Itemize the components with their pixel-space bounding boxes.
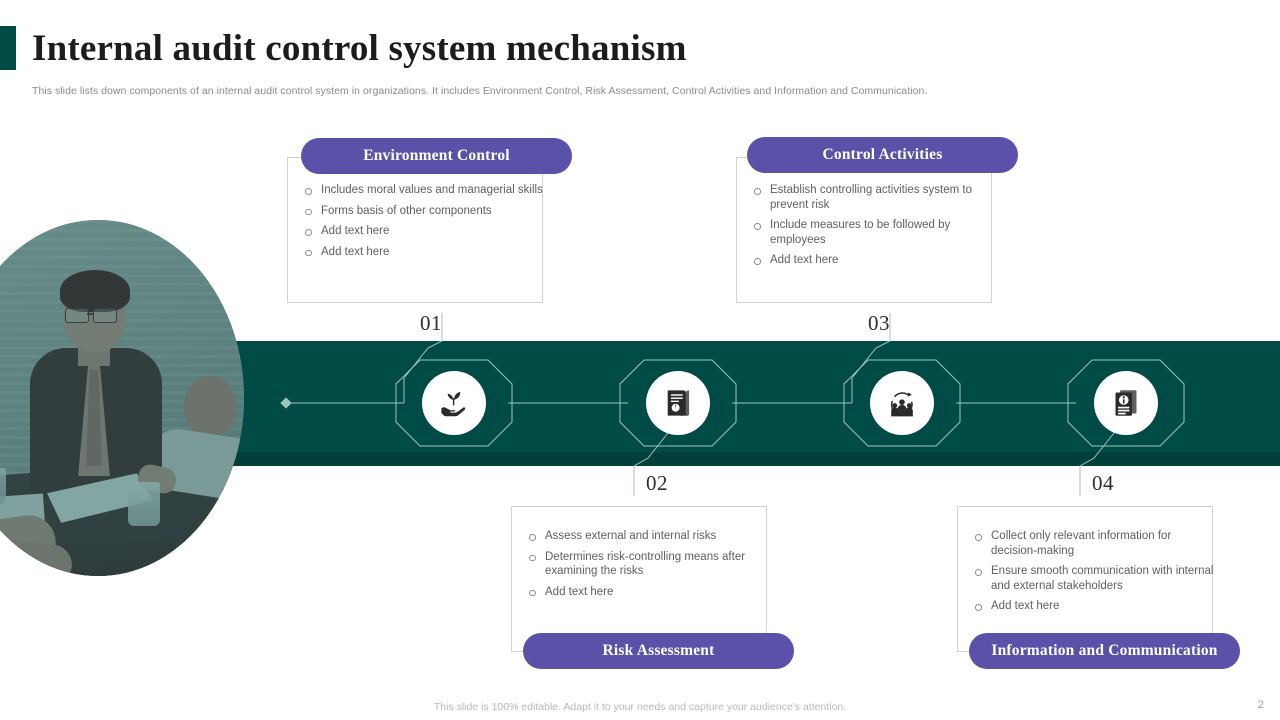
list-item: Add text here xyxy=(302,224,578,239)
step-label-pill-04[interactable]: Information and Communication xyxy=(969,633,1240,669)
step-bullets-03: Establish controlling activities system … xyxy=(751,183,987,274)
step-card-03[interactable]: Establish controlling activities system … xyxy=(736,157,992,303)
photo-duotone-tint xyxy=(0,220,244,576)
list-item: Includes moral values and managerial ski… xyxy=(302,183,578,198)
step-card-04[interactable]: Collect only relevant information for de… xyxy=(957,506,1213,652)
list-item: Collect only relevant information for de… xyxy=(972,529,1220,558)
meeting-photo xyxy=(0,220,244,576)
step-number-01: 01 xyxy=(420,311,442,335)
document-magnifier-icon xyxy=(646,371,710,435)
step-icon-node-03[interactable] xyxy=(870,371,934,435)
list-item: Establish controlling activities system … xyxy=(751,183,987,212)
page-number: 2 xyxy=(1257,699,1264,711)
step-label-pill-02[interactable]: Risk Assessment xyxy=(523,633,794,669)
list-item: Include measures to be followed by emplo… xyxy=(751,218,987,247)
title-bar: Internal audit control system mechanism xyxy=(0,26,1280,70)
info-document-icon xyxy=(1094,371,1158,435)
photo-duotone-lift xyxy=(0,220,244,576)
list-item: Assess external and internal risks xyxy=(526,529,762,544)
step-number-04: 04 xyxy=(1092,471,1114,495)
team-cycle-icon xyxy=(870,371,934,435)
footer-note: This slide is 100% editable. Adapt it to… xyxy=(433,701,847,713)
step-card-02[interactable]: Assess external and internal risks Deter… xyxy=(511,506,767,652)
page-title: Internal audit control system mechanism xyxy=(32,27,687,69)
step-bullets-01: Includes moral values and managerial ski… xyxy=(302,183,578,265)
list-item: Add text here xyxy=(526,585,762,600)
step-icon-node-04[interactable] xyxy=(1094,371,1158,435)
list-item: Add text here xyxy=(972,599,1220,614)
step-label-pill-03[interactable]: Control Activities xyxy=(747,137,1018,173)
step-number-03: 03 xyxy=(868,311,890,335)
step-icon-node-01[interactable] xyxy=(422,371,486,435)
list-item: Add text here xyxy=(751,253,987,268)
step-card-01[interactable]: Includes moral values and managerial ski… xyxy=(287,157,543,303)
page-subtitle: This slide lists down components of an i… xyxy=(32,85,928,97)
step-number-02: 02 xyxy=(646,471,668,495)
list-item: Forms basis of other components xyxy=(302,204,578,219)
list-item: Ensure smooth communication with interna… xyxy=(972,564,1220,593)
hand-sprout-icon xyxy=(422,371,486,435)
list-item: Add text here xyxy=(302,245,578,260)
title-accent-rule xyxy=(0,26,16,70)
step-bullets-04: Collect only relevant information for de… xyxy=(972,529,1220,620)
step-bullets-02: Assess external and internal risks Deter… xyxy=(526,529,762,605)
step-icon-node-02[interactable] xyxy=(646,371,710,435)
step-label-pill-01[interactable]: Environment Control xyxy=(301,138,572,174)
list-item: Determines risk-controlling means after … xyxy=(526,550,762,579)
